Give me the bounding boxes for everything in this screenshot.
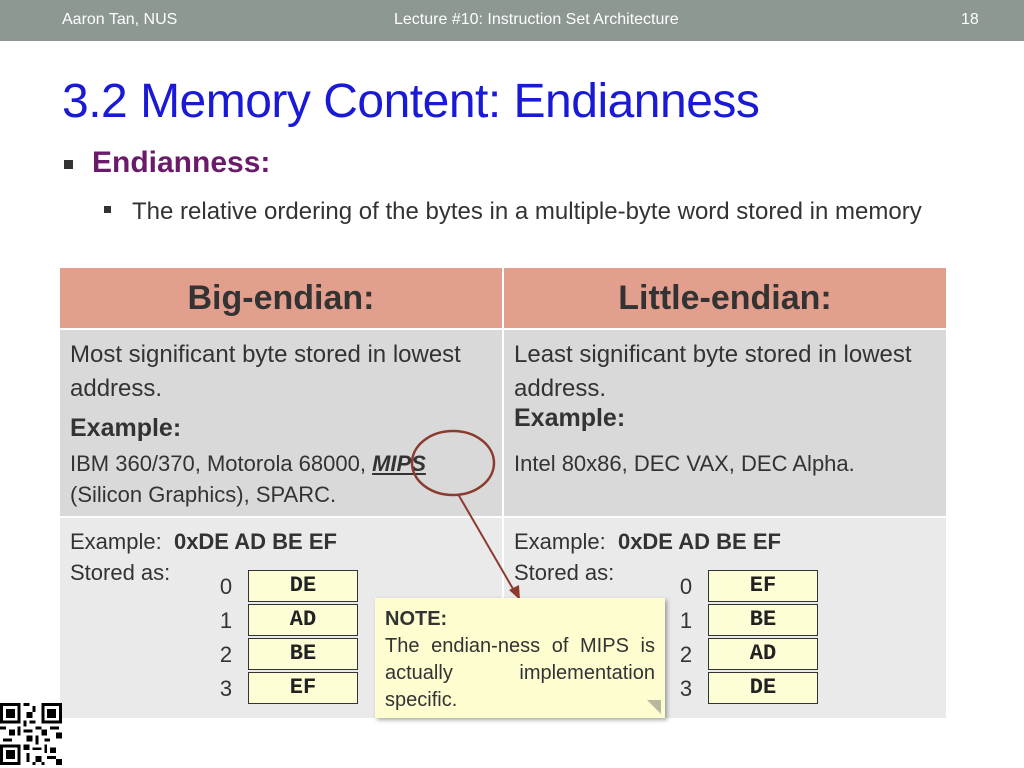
little-endian-example-text: Intel 80x86, DEC VAX, DEC Alpha. — [514, 451, 855, 476]
little-endian-stored-as: Stored as: — [514, 560, 615, 585]
big-endian-example-suffix: (Silicon Graphics), SPARC. — [70, 482, 337, 507]
big-endian-example-prefix: IBM 360/370, Motorola 68000, — [70, 451, 373, 476]
big-endian-address-3: 3 — [219, 676, 233, 701]
big-endian-description-cell: Most significant byte stored in lowest a… — [60, 330, 502, 516]
big-endian-stored-as: Stored as: — [70, 560, 171, 585]
little-endian-ex-label: Example: — [514, 529, 606, 554]
little-endian-description-cell: Least significant byte stored in lowest … — [504, 330, 946, 516]
square-bullet-icon — [64, 160, 73, 169]
note-sticky: NOTE: The endian-ness of MIPS is actuall… — [375, 598, 665, 718]
big-endian-address-0: 0 — [219, 574, 233, 599]
big-endian-heading: Big-endian: — [60, 268, 502, 328]
little-endian-byte-3: DE — [708, 672, 818, 704]
header-page-number: 18 — [961, 11, 979, 28]
qr-code-icon — [0, 703, 62, 765]
little-endian-byte-1: BE — [708, 604, 818, 636]
big-endian-byte-2: BE — [248, 638, 358, 670]
big-endian-ex-label: Example: — [70, 529, 162, 554]
little-endian-storage-example: Example: 0xDE AD BE EF Stored as: — [514, 526, 781, 588]
little-endian-address-1: 1 — [679, 608, 693, 633]
big-endian-example-list: IBM 360/370, Motorola 68000, MIPS (Silic… — [70, 448, 500, 510]
little-endian-description: Least significant byte stored in lowest … — [514, 341, 912, 402]
little-endian-heading: Little-endian: — [504, 268, 946, 328]
mips-highlight: MIPS — [372, 451, 426, 476]
little-endian-byte-0: EF — [708, 570, 818, 602]
big-endian-byte-0: DE — [248, 570, 358, 602]
big-endian-ex-value: 0xDE AD BE EF — [173, 529, 337, 554]
slide-header: Aaron Tan, NUS Lecture #10: Instruction … — [0, 0, 1024, 41]
note-fold-corner — [647, 700, 661, 714]
little-endian-address-3: 3 — [679, 676, 693, 701]
big-endian-address-2: 2 — [219, 642, 233, 667]
bullet-definition: The relative ordering of the bytes in a … — [132, 198, 922, 225]
square-bullet-icon — [104, 206, 111, 213]
header-author: Aaron Tan, NUS — [62, 11, 178, 28]
little-endian-ex-value: 0xDE AD BE EF — [617, 529, 781, 554]
big-endian-description: Most significant byte stored in lowest a… — [70, 341, 461, 402]
slide-title: 3.2 Memory Content: Endianness — [62, 75, 760, 128]
little-endian-example-label: Example: — [514, 404, 626, 432]
big-endian-example-label: Example: — [70, 414, 182, 442]
big-endian-address-1: 1 — [219, 608, 233, 633]
header-lecture-title: Lecture #10: Instruction Set Architectur… — [394, 11, 679, 28]
bullet-endianness: Endianness: — [92, 146, 271, 179]
little-endian-address-0: 0 — [679, 574, 693, 599]
big-endian-byte-1: AD — [248, 604, 358, 636]
little-endian-address-2: 2 — [679, 642, 693, 667]
big-endian-byte-3: EF — [248, 672, 358, 704]
note-title: NOTE: — [385, 608, 448, 630]
note-body: The endian-ness of MIPS is actually impl… — [385, 635, 655, 711]
little-endian-byte-2: AD — [708, 638, 818, 670]
big-endian-storage-example: Example: 0xDE AD BE EF Stored as: — [70, 526, 337, 588]
